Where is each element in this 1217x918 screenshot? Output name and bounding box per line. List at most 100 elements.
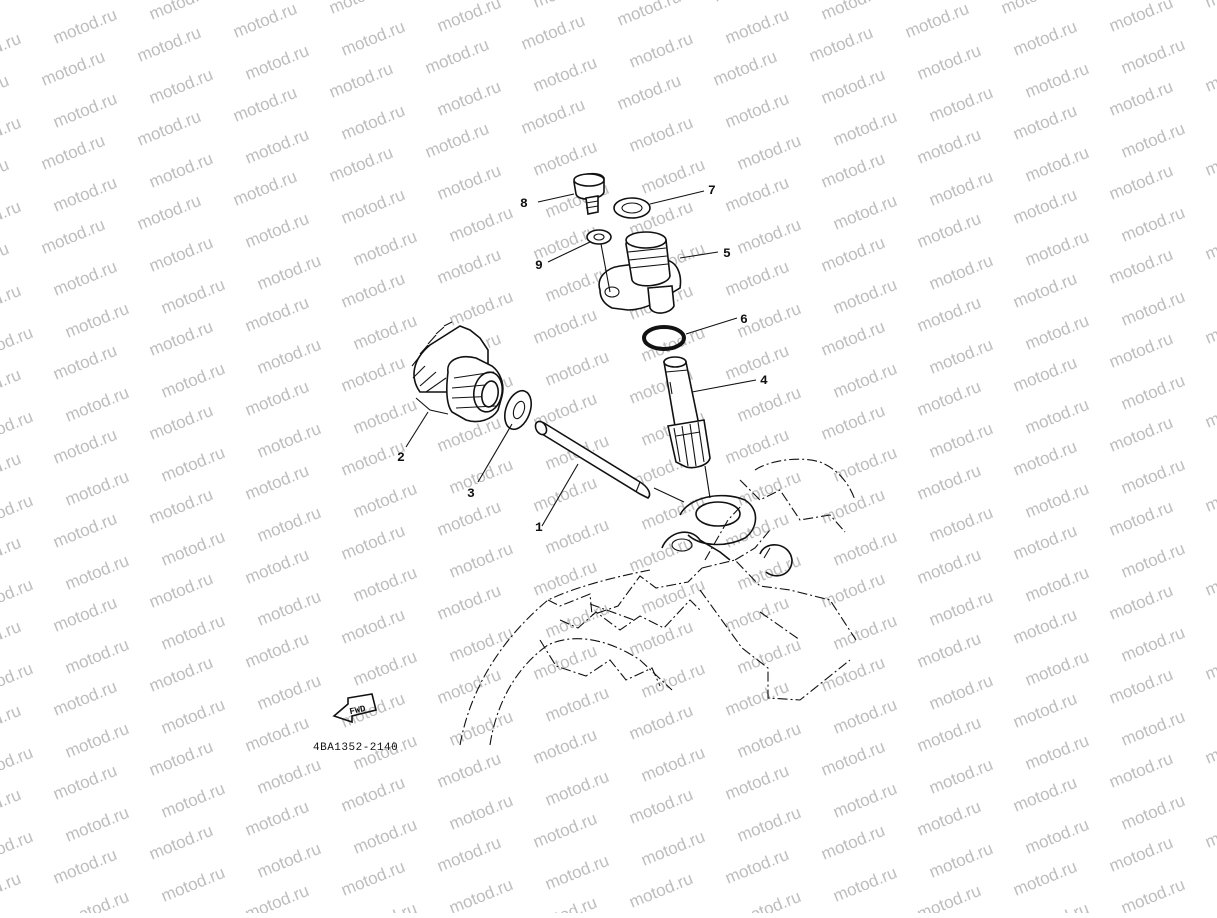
watermark-text: motod.ru [434, 245, 503, 288]
watermark-text: motod.ru [1106, 749, 1175, 792]
watermark-text: motod.ru [830, 779, 899, 822]
watermark-text: motod.ru [422, 35, 491, 78]
watermark-text: motod.ru [242, 41, 311, 84]
watermark-text: motod.ru [1010, 857, 1079, 900]
watermark-text: motod.ru [350, 479, 419, 522]
watermark-text: motod.ru [926, 671, 995, 714]
watermark-text: motod.ru [50, 761, 119, 804]
part-3-washer [504, 389, 532, 431]
watermark-text: motod.ru [1118, 707, 1187, 750]
watermark-text: motod.ru [530, 809, 599, 852]
watermark-text: motod.ru [926, 335, 995, 378]
watermark-text: motod.ru [1118, 623, 1187, 666]
watermark-text: motod.ru [254, 671, 323, 714]
watermark-text: motod.ru [722, 173, 791, 216]
watermark-text: motod.ru [254, 755, 323, 798]
part-9-washer [586, 229, 612, 245]
watermark-text: motod.ru [0, 155, 12, 198]
watermark-text: motod.ru [1010, 521, 1079, 564]
watermark-text: motod.ru [530, 0, 599, 12]
watermark-text: motod.ru [338, 773, 407, 816]
watermark-text: motod.ru [446, 287, 515, 330]
watermark-text: motod.ru [542, 767, 611, 810]
watermark-text: motod.ru [146, 569, 215, 612]
watermark-text: motod.ru [1022, 899, 1091, 913]
watermark-text: motod.ru [434, 161, 503, 204]
watermark-text: motod.ru [1118, 539, 1187, 582]
watermark-text: motod.ru [350, 647, 419, 690]
watermark-text: motod.ru [830, 443, 899, 486]
watermark-text: motod.ru [1010, 101, 1079, 144]
watermark-text: motod.ru [1202, 221, 1217, 264]
watermark-text: motod.ru [230, 167, 299, 210]
watermark-text: motod.ru [626, 29, 695, 72]
watermark-text: motod.ru [1202, 809, 1217, 852]
watermark-text: motod.ru [1022, 647, 1091, 690]
watermark-text: motod.ru [806, 23, 875, 66]
watermark-text: motod.ru [146, 65, 215, 108]
watermark-text: motod.ru [1010, 353, 1079, 396]
watermark-text: motod.ru [734, 803, 803, 846]
watermark-text: motod.ru [1022, 59, 1091, 102]
watermark-text: motod.ru [158, 863, 227, 906]
watermark-text: motod.ru [0, 113, 24, 156]
watermark-text: motod.ru [0, 281, 24, 324]
watermark-text: motod.ru [158, 359, 227, 402]
watermark-text: motod.ru [734, 131, 803, 174]
watermark-text: motod.ru [914, 41, 983, 84]
watermark-text: motod.ru [722, 341, 791, 384]
watermark-text: motod.ru [626, 869, 695, 912]
watermark-text: motod.ru [38, 47, 107, 90]
watermark-text: motod.ru [158, 779, 227, 822]
watermark-text: motod.ru [926, 419, 995, 462]
watermark-text: motod.ru [134, 191, 203, 234]
watermark-text: motod.ru [530, 473, 599, 516]
watermark-text: motod.ru [1118, 203, 1187, 246]
watermark-text: motod.ru [338, 353, 407, 396]
watermark-text: motod.ru [914, 797, 983, 840]
watermark-text: motod.ru [158, 443, 227, 486]
watermark-text: motod.ru [1118, 119, 1187, 162]
watermark-text: motod.ru [50, 509, 119, 552]
watermark-text: motod.ru [1022, 227, 1091, 270]
watermark-text: motod.ru [422, 119, 491, 162]
watermark-text: motod.ru [542, 599, 611, 642]
watermark-text: motod.ru [254, 839, 323, 882]
watermark-text: motod.ru [326, 59, 395, 102]
watermark-text: motod.ru [518, 11, 587, 54]
part-6-o-ring [642, 325, 686, 351]
watermark-text: motod.ru [446, 203, 515, 246]
watermark-text: motod.ru [926, 839, 995, 882]
watermark-text: motod.ru [734, 215, 803, 258]
watermark-text: motod.ru [434, 77, 503, 120]
crankcase-outline [459, 458, 857, 746]
watermark-text: motod.ru [1118, 455, 1187, 498]
watermark-text: motod.ru [530, 53, 599, 96]
watermark-text: motod.ru [1202, 389, 1217, 432]
watermark-text: motod.ru [158, 275, 227, 318]
watermark-text: motod.ru [818, 149, 887, 192]
watermark-text: motod.ru [254, 587, 323, 630]
watermark-text: motod.ru [914, 293, 983, 336]
callout-5: 5 [723, 246, 731, 261]
watermark-text: motod.ru [926, 251, 995, 294]
watermark-text: motod.ru [62, 551, 131, 594]
watermark-text: motod.ru [818, 401, 887, 444]
watermark-text: motod.ru [1202, 641, 1217, 684]
watermark-text: motod.ru [338, 185, 407, 228]
watermark-text: motod.ru [242, 629, 311, 672]
watermark-text: motod.ru [230, 0, 299, 42]
watermark-text: motod.ru [434, 581, 503, 624]
watermark-text: motod.ru [1010, 437, 1079, 480]
watermark-text: motod.ru [1202, 53, 1217, 96]
watermark-text: motod.ru [242, 293, 311, 336]
watermark-text: motod.ru [146, 233, 215, 276]
watermark-text: motod.ru [830, 191, 899, 234]
watermark-text: motod.ru [0, 29, 24, 72]
watermark-text: motod.ru [242, 461, 311, 504]
watermark-text: motod.ru [326, 143, 395, 186]
watermark-text: motod.ru [518, 95, 587, 138]
watermark-text: motod.ru [0, 575, 36, 618]
watermark-text: motod.ru [818, 569, 887, 612]
watermark-text: motod.ru [1022, 395, 1091, 438]
